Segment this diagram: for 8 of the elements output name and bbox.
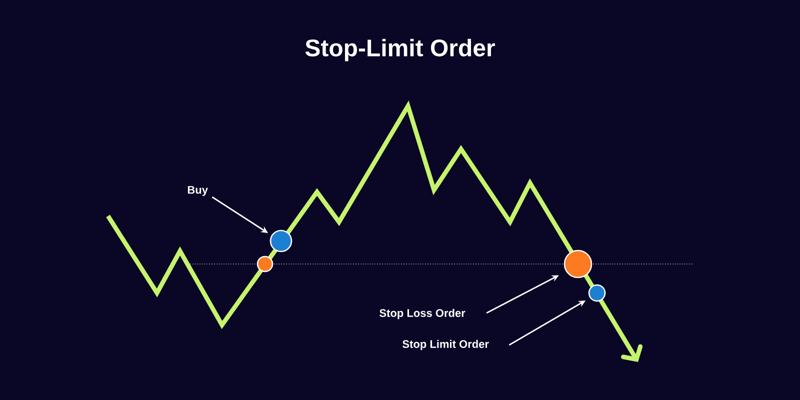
callout-text: Stop Limit Order bbox=[402, 340, 489, 350]
callout-text: Buy bbox=[188, 186, 208, 196]
circle-marker bbox=[270, 230, 292, 252]
title: Stop-Limit Order bbox=[305, 38, 495, 62]
circle-marker bbox=[564, 250, 592, 278]
circle-marker bbox=[588, 284, 606, 302]
circle-marker bbox=[256, 256, 274, 272]
callout-text: Stop Loss Order bbox=[380, 308, 466, 320]
